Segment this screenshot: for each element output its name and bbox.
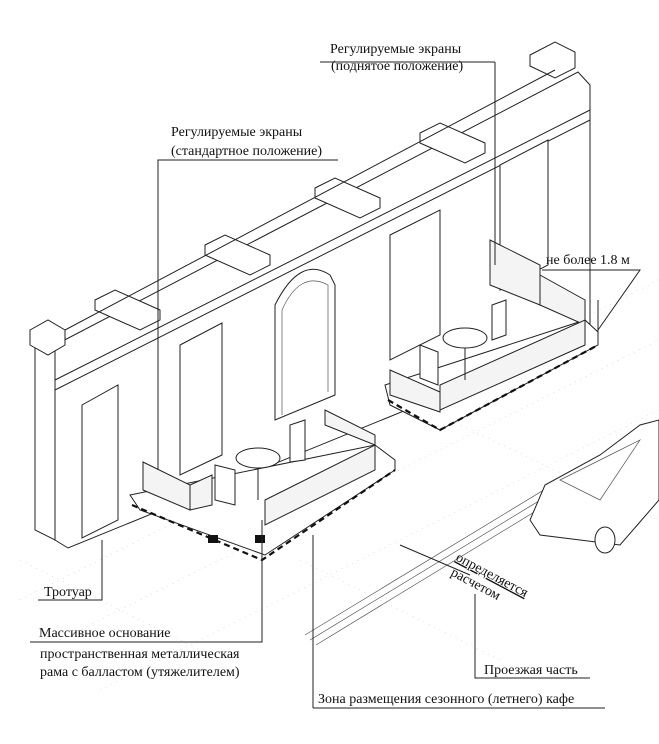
- leader-lines: [30, 61, 641, 709]
- ballast-block: [255, 535, 265, 543]
- building-facade: [29, 41, 591, 549]
- label-cafe-zone: Зона размещения сезонного (летнего) кафе: [318, 692, 574, 707]
- label-frame-1: пространственная металлическая: [40, 647, 240, 662]
- label-screens-raised-2: (поднятое положение): [331, 59, 463, 74]
- label-max-height: не более 1.8 м: [546, 253, 630, 268]
- ballast-block: [208, 535, 218, 543]
- label-screens-standard-2: (стандартное положение): [171, 144, 322, 159]
- label-sidewalk: Тротуар: [44, 585, 92, 600]
- label-massive-base: Массивное основание: [39, 626, 170, 641]
- cafe-platform-left: [129, 409, 396, 562]
- sidewalk-pattern: [19, 279, 659, 691]
- label-screens-standard-1: Регулируемые экраны: [171, 125, 303, 140]
- label-screens-raised-1: Регулируемые экраны: [330, 42, 462, 57]
- car: [529, 419, 659, 554]
- label-roadway: Проезжая часть: [484, 663, 578, 678]
- label-frame-2: рама с балластом (утяжелителем): [40, 665, 240, 680]
- cafe-platform-right: [384, 239, 599, 432]
